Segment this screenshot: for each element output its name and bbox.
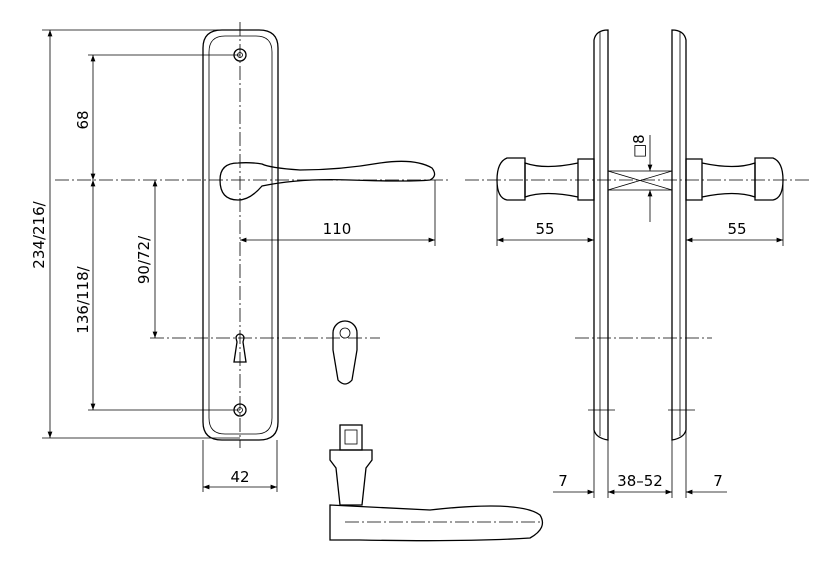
dim-plate-width: 42 bbox=[202, 440, 278, 492]
cylinder-profile bbox=[150, 320, 380, 385]
dim-lever-length: 110 bbox=[240, 180, 436, 246]
dim-handle-to-key: 90/72/ bbox=[135, 180, 158, 338]
side-view bbox=[465, 29, 812, 441]
dim-overall-height: 234/216/ bbox=[30, 29, 240, 439]
lever-length-label: 110 bbox=[323, 220, 352, 238]
front-view-lever bbox=[55, 160, 450, 201]
dim-spindle: □8 bbox=[630, 134, 653, 222]
front-view-backplate bbox=[202, 22, 279, 448]
handle-to-key-label: 90/72/ bbox=[135, 235, 153, 284]
hole-to-handle-label: 136/118/ bbox=[74, 265, 92, 333]
spindle-label: □8 bbox=[630, 134, 648, 158]
lever-top-view bbox=[329, 424, 544, 542]
keyhole-icon bbox=[233, 333, 247, 363]
left-projection-label: 55 bbox=[535, 220, 554, 238]
dim-top-screw: 68 136/118/ bbox=[74, 54, 240, 411]
left-plate-thickness-label: 7 bbox=[558, 472, 568, 490]
dim-projections: 55 55 bbox=[496, 180, 784, 246]
left-handle-side bbox=[496, 157, 595, 201]
right-projection-label: 55 bbox=[727, 220, 746, 238]
plate-width-label: 42 bbox=[230, 468, 249, 486]
overall-height-label: 234/216/ bbox=[30, 200, 48, 268]
dim-thickness: 7 38–52 7 bbox=[553, 430, 727, 498]
right-handle-side bbox=[685, 157, 784, 201]
right-plate-thickness-label: 7 bbox=[713, 472, 723, 490]
spindle bbox=[607, 170, 673, 191]
top-screw-label: 68 bbox=[74, 110, 92, 129]
door-thickness-label: 38–52 bbox=[617, 472, 663, 490]
